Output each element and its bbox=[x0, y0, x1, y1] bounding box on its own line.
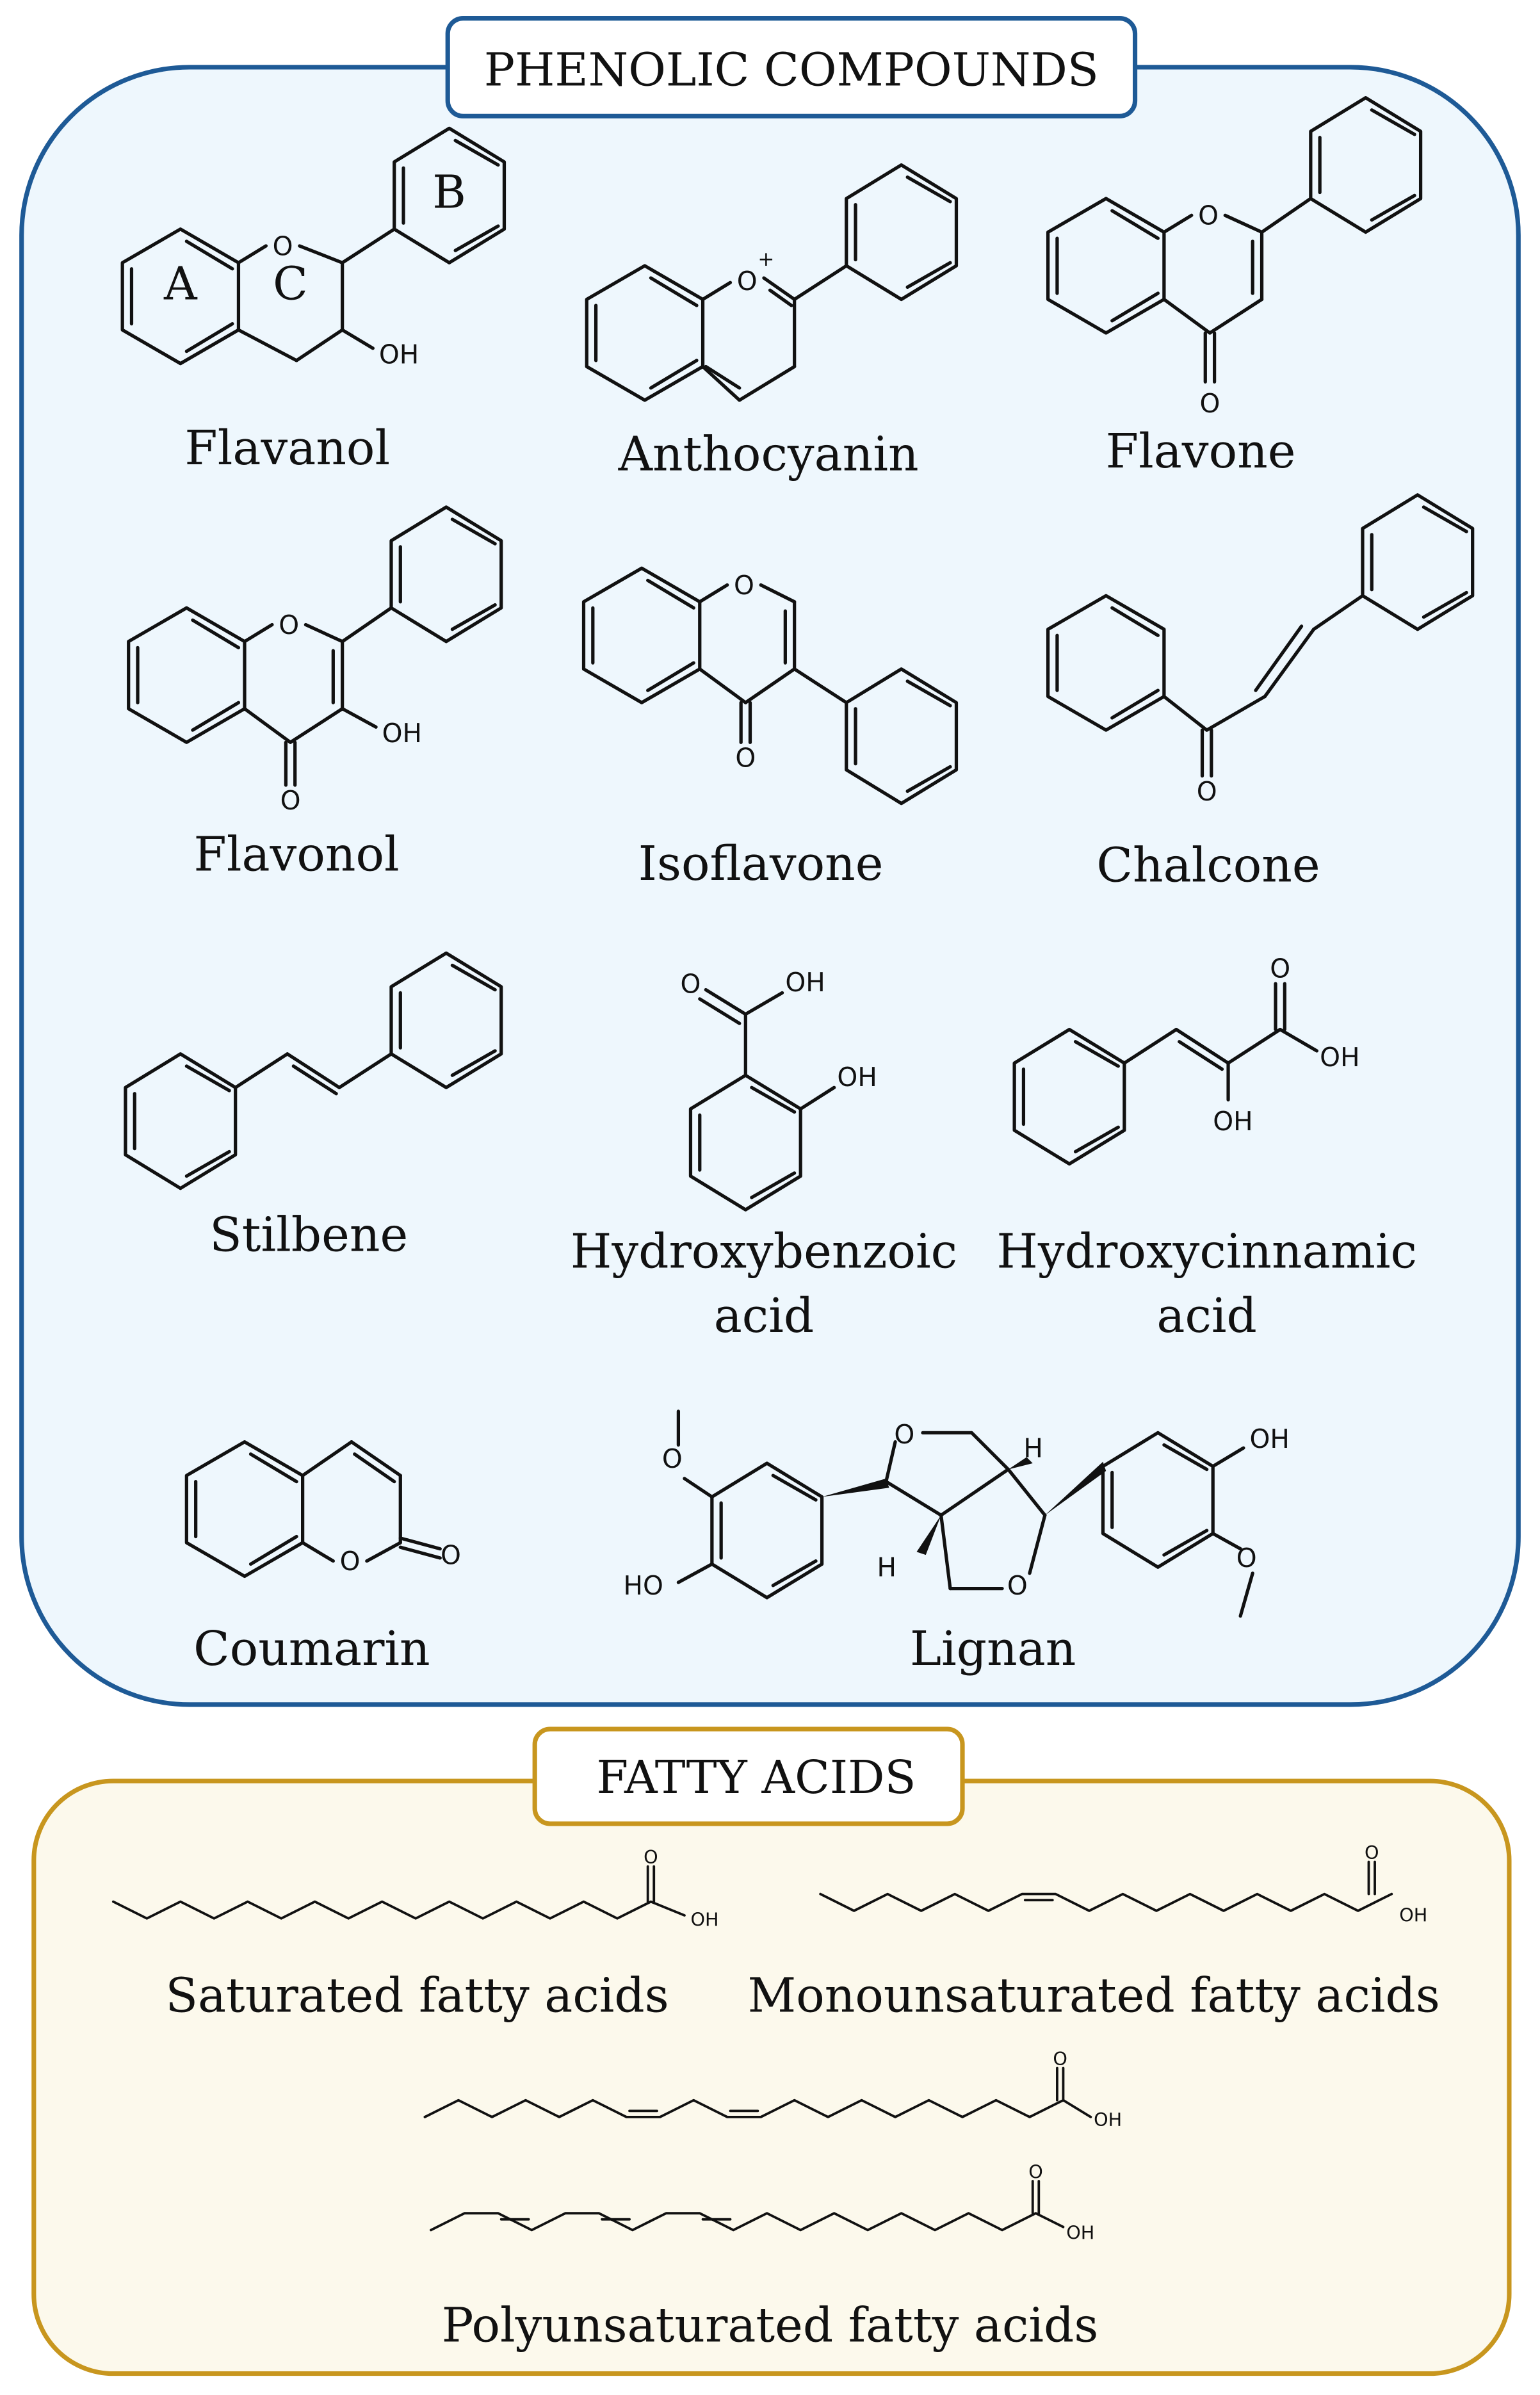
label-coumarin: Coumarin bbox=[193, 1621, 430, 1676]
hydroxybenzoic-carbonyl-oxygen: O bbox=[681, 968, 701, 999]
anthocyanin-ring-oxygen: O bbox=[737, 266, 758, 296]
ring-label-a: A bbox=[163, 257, 198, 311]
label-stilbene: Stilbene bbox=[209, 1207, 408, 1262]
ring-label-c: C bbox=[273, 257, 308, 311]
label-hydroxycinnamic-line1: Hydroxycinnamic bbox=[996, 1224, 1416, 1279]
saturated-fatty-acid-structure bbox=[111, 1865, 686, 1920]
coumarin-ring-oxygen: O bbox=[340, 1546, 361, 1577]
chalcone-carbonyl-oxygen: O bbox=[1197, 776, 1217, 807]
label-isoflavone: Isoflavone bbox=[638, 836, 884, 891]
label-flavonol: Flavonol bbox=[194, 827, 400, 882]
flavonol-ring-oxygen: O bbox=[279, 610, 299, 640]
hydroxycinnamic-carbonyl-oxygen: O bbox=[1270, 954, 1290, 984]
hydroxybenzoic-ring-hydroxyl: OH bbox=[837, 1062, 877, 1092]
flavone-carbonyl-oxygen: O bbox=[1199, 388, 1220, 419]
lignan-methoxy-oxygen-left: O bbox=[662, 1443, 683, 1474]
anthocyanin-structure bbox=[585, 163, 959, 402]
chalcone-structure bbox=[1046, 493, 1475, 778]
coumarin-carbonyl-oxygen: O bbox=[441, 1539, 461, 1570]
polyunsaturated-fatty-acid-2-structure bbox=[430, 2180, 1065, 2232]
label-lignan: Lignan bbox=[910, 1621, 1076, 1676]
flavanol-ring-oxygen: O bbox=[273, 231, 293, 261]
saturated-carbonyl-oxygen: O bbox=[644, 1846, 658, 1868]
monounsaturated-fatty-acid-structure bbox=[819, 1860, 1393, 1912]
isoflavone-carbonyl-oxygen: O bbox=[735, 742, 756, 773]
phenolic-title: PHENOLIC COMPOUNDS bbox=[484, 44, 1099, 97]
monounsaturated-hydroxyl: OH bbox=[1399, 1904, 1427, 1926]
isoflavone-structure bbox=[581, 566, 959, 806]
polyunsaturated-2-carbonyl-oxygen: O bbox=[1028, 2161, 1043, 2182]
hydroxycinnamic-acid-structure bbox=[1012, 982, 1319, 1166]
lignan-structure bbox=[676, 1409, 1254, 1618]
fatty-acids-title: FATTY ACIDS bbox=[597, 1751, 916, 1804]
phenolic-title-box bbox=[445, 16, 1138, 118]
label-flavanol: Flavanol bbox=[184, 421, 390, 476]
ring-label-b: B bbox=[432, 165, 466, 218]
lignan-hydroxyl-right: OH bbox=[1249, 1424, 1289, 1454]
coumarin-structure bbox=[184, 1440, 442, 1579]
lignan-hydroxyl-left: HO bbox=[624, 1570, 663, 1601]
label-flavone: Flavone bbox=[1106, 424, 1296, 479]
label-chalcone: Chalcone bbox=[1096, 838, 1320, 893]
lignan-ring-oxygen-bottom: O bbox=[1007, 1570, 1028, 1601]
lignan-wedges bbox=[822, 1457, 1106, 1555]
lignan-methoxy-oxygen-right: O bbox=[1236, 1543, 1257, 1573]
flavanol-structure bbox=[120, 126, 507, 366]
polyunsaturated-fatty-acid-1-structure bbox=[423, 2066, 1092, 2118]
label-hydroxycinnamic-line2: acid bbox=[1156, 1288, 1256, 1344]
stilbene-structure bbox=[124, 951, 503, 1190]
hydroxybenzoic-acid-hydroxyl: OH bbox=[785, 967, 825, 998]
label-hydroxybenzoic-line2: acid bbox=[714, 1288, 814, 1344]
label-hydroxybenzoic-line1: Hydroxybenzoic bbox=[571, 1224, 957, 1279]
flavonol-structure bbox=[127, 505, 503, 787]
fatty-acids-panel bbox=[31, 1778, 1512, 2376]
polyunsaturated-1-carbonyl-oxygen: O bbox=[1053, 2048, 1067, 2070]
flavonol-hydroxyl: OH bbox=[382, 718, 422, 749]
isoflavone-ring-oxygen: O bbox=[734, 570, 754, 601]
label-monounsaturated-fatty-acids: Monounsaturated fatty acids bbox=[748, 1968, 1440, 2023]
lignan-ring-oxygen-top: O bbox=[894, 1419, 914, 1450]
label-polyunsaturated-fatty-acids: Polyunsaturated fatty acids bbox=[442, 2298, 1099, 2353]
hydroxycinnamic-alpha-hydroxyl: OH bbox=[1213, 1106, 1252, 1137]
anthocyanin-charge: + bbox=[758, 248, 774, 271]
saturated-hydroxyl: OH bbox=[690, 1909, 718, 1931]
hydroxycinnamic-acid-hydroxyl: OH bbox=[1320, 1042, 1359, 1073]
lignan-hydrogen-top: H bbox=[1023, 1433, 1042, 1463]
polyunsaturated-1-hydroxyl: OH bbox=[1094, 2109, 1122, 2131]
flavone-structure bbox=[1046, 96, 1423, 384]
polyunsaturated-2-hydroxyl: OH bbox=[1066, 2222, 1094, 2244]
label-saturated-fatty-acids: Saturated fatty acids bbox=[165, 1968, 669, 2023]
lignan-hydrogen-bottom: H bbox=[877, 1552, 896, 1583]
flavanol-hydroxyl: OH bbox=[379, 339, 419, 370]
label-anthocyanin: Anthocyanin bbox=[618, 427, 919, 482]
fatty-acids-title-box bbox=[532, 1726, 965, 1826]
flavonol-carbonyl-oxygen: O bbox=[280, 785, 301, 816]
flavone-ring-oxygen: O bbox=[1198, 200, 1219, 231]
monounsaturated-carbonyl-oxygen: O bbox=[1365, 1842, 1379, 1863]
hydroxybenzoic-acid-structure bbox=[688, 987, 836, 1212]
